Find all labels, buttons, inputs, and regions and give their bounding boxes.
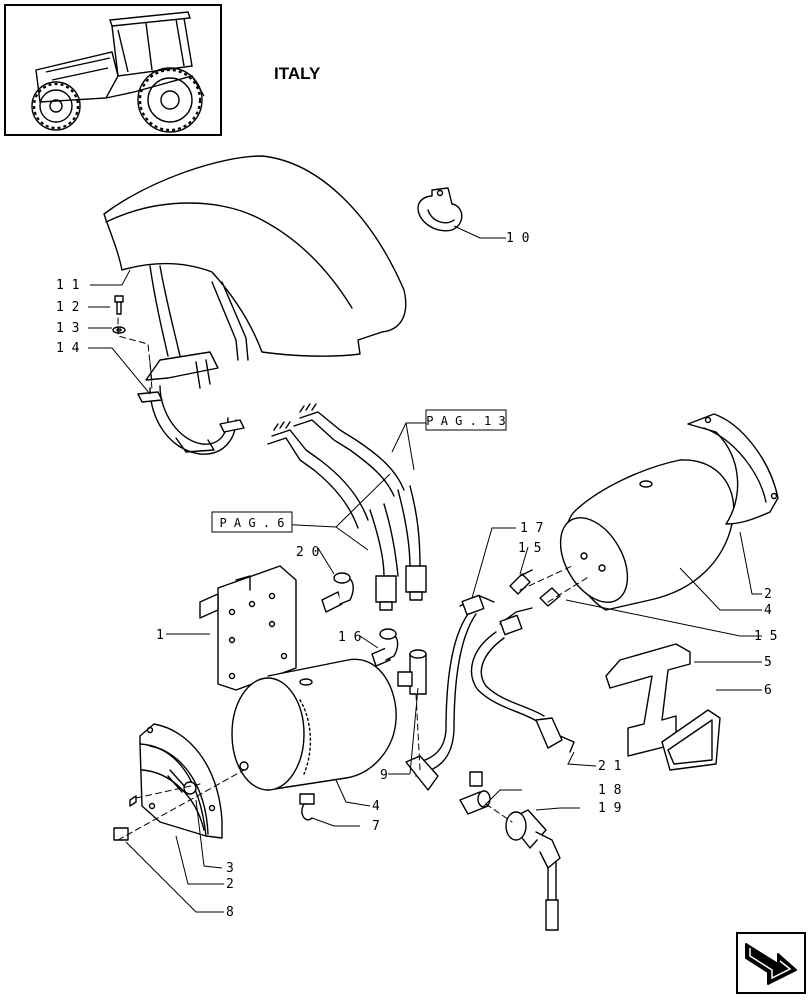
- washer-part-13: [112, 326, 126, 334]
- page-ref-pag13[interactable]: P A G . 1 3: [425, 409, 507, 431]
- air-hoses: [267, 403, 427, 611]
- fitting-part-20: [321, 572, 354, 613]
- callout-11: 1 1: [56, 278, 79, 293]
- callout-20: 2 0: [296, 545, 319, 560]
- connector-part-15-upper: [509, 569, 533, 595]
- fender-part-11: [103, 155, 407, 361]
- svg-text:P A G . 6: P A G . 6: [219, 516, 284, 530]
- callout-4-lower: 4: [372, 799, 380, 814]
- callout-10: 1 0: [506, 231, 529, 246]
- region-label: ITALY: [274, 64, 321, 83]
- callout-4-upper: 4: [764, 603, 772, 618]
- air-tank-lower: [231, 658, 397, 791]
- clamp-part-14: [137, 351, 245, 455]
- callout-2-lower: 2: [226, 877, 234, 892]
- socket-part-19: [505, 809, 561, 931]
- callout-17: 1 7: [520, 521, 543, 536]
- callout-21: 2 1: [598, 759, 621, 774]
- elbow-fitting: [405, 755, 483, 791]
- reflector-part-6: [661, 709, 721, 771]
- callout-7: 7: [372, 819, 380, 834]
- callout-6: 6: [764, 683, 772, 698]
- clip-part-10: [417, 187, 463, 232]
- leader-lines: [88, 225, 762, 913]
- tractor-drawing: [31, 11, 205, 133]
- callout-2-upper: 2: [764, 587, 772, 602]
- tank-strap-upper: [687, 413, 779, 525]
- page-ref-pag6[interactable]: P A G . 6: [211, 511, 293, 533]
- callout-16: 1 6: [338, 630, 361, 645]
- mounting-plate-part-1: [199, 565, 297, 691]
- callout-14: 1 4: [56, 341, 80, 356]
- tee-fitting-part-9: [397, 649, 427, 695]
- connector-part-15-lower: [539, 587, 561, 607]
- connector-part-18: [459, 790, 491, 815]
- nut-part-8: [113, 795, 137, 841]
- drain-valve-part-7: [299, 793, 315, 821]
- callout-13: 1 3: [56, 321, 79, 336]
- tank-strap-lower: [139, 723, 223, 839]
- callout-15-upper: 1 5: [518, 541, 541, 556]
- callout-18: 1 8: [598, 783, 621, 798]
- callout-1: 1: [156, 628, 164, 643]
- fitting-part-16: [371, 628, 399, 667]
- callout-9: 9: [380, 768, 388, 783]
- callout-labels: 1 0 1 1 1 2 1 3 1 4 2 0 1 1 6 9 1 7 1 5 …: [56, 231, 777, 920]
- tractor-thumbnail-icon: [4, 4, 222, 136]
- bolt-part-12: [114, 295, 124, 315]
- callout-5: 5: [764, 655, 772, 670]
- callout-15-lower: 1 5: [754, 629, 777, 644]
- svg-text:P A G . 1 3: P A G . 1 3: [426, 414, 505, 428]
- bolt-part-3: [167, 769, 197, 795]
- callout-8: 8: [226, 905, 234, 920]
- air-tank-upper: [559, 459, 735, 611]
- next-page-arrow-icon[interactable]: [736, 932, 806, 994]
- callout-3: 3: [226, 861, 234, 876]
- callout-19: 1 9: [598, 801, 621, 816]
- callout-12: 1 2: [56, 300, 79, 315]
- pipe-part-21: [470, 607, 575, 753]
- nav-arrow-drawing: [745, 943, 797, 985]
